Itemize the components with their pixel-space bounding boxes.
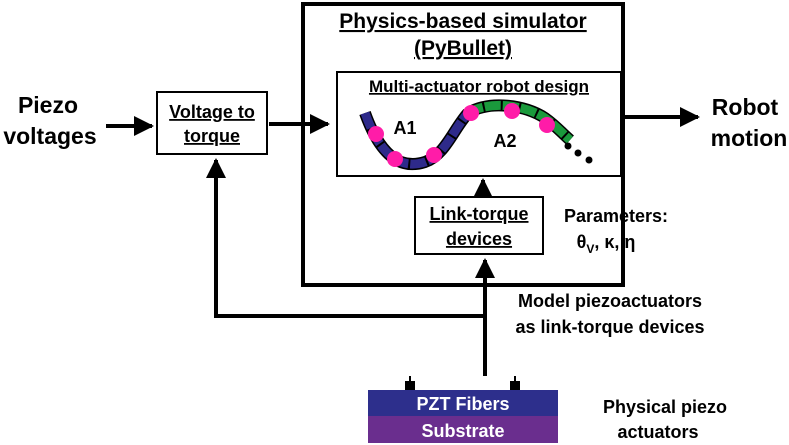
link-torque-devices-box — [414, 196, 544, 255]
substrate-label: Substrate — [421, 421, 504, 441]
robot-segment-a1 — [359, 109, 473, 171]
pzt-fibers-label: PZT Fibers — [416, 394, 509, 414]
robot-motion-label-line2: motion — [711, 125, 788, 151]
simulator-title-line2: (PyBullet) — [414, 37, 512, 60]
parameter-rest: , κ, η — [594, 232, 635, 252]
physical-piezo-caption-line1: Physical piezo — [603, 397, 727, 417]
robot-design-title: Multi-actuator robot design — [369, 77, 589, 96]
physical-piezo-caption-line2: actuators — [617, 422, 698, 442]
substrate-layer — [368, 416, 558, 443]
voltage-to-torque-label-line1: Voltage to — [169, 102, 255, 122]
parameters-values: θV, κ, η — [577, 232, 636, 256]
voltage-to-torque-box — [156, 91, 268, 155]
arrow-feedback-to-converter — [206, 158, 485, 318]
link-torque-label-line2: devices — [446, 229, 512, 249]
parameter-theta-subscript: V — [586, 242, 594, 256]
robot-design-box — [336, 71, 622, 177]
continuation-dot — [585, 156, 593, 164]
piezo-electrode-right — [510, 376, 520, 390]
link-torque-label-line1: Link-torque — [430, 204, 529, 224]
robot-joint — [463, 105, 479, 121]
voltage-to-torque-label-line2: torque — [184, 126, 240, 146]
model-note-line2: as link-torque devices — [515, 317, 704, 337]
robot-joint — [504, 103, 520, 119]
robot-joint — [387, 151, 403, 167]
model-note-line1: Model piezoactuators — [518, 291, 702, 311]
actuator-a2-label: A2 — [493, 131, 516, 151]
robot-joint — [539, 117, 555, 133]
piezo-voltages-label-line2: voltages — [3, 123, 96, 149]
actuator-a1-label: A1 — [393, 118, 416, 138]
parameter-theta: θ — [577, 232, 587, 252]
simulator-title-line1: Physics-based simulator — [339, 10, 586, 33]
continuation-dot — [564, 142, 572, 150]
parameters-label: Parameters: — [564, 206, 668, 226]
robot-joint — [368, 126, 384, 142]
pzt-fibers-layer — [368, 390, 558, 416]
piezo-voltages-label-line1: Piezo — [18, 92, 78, 118]
continuation-dot — [574, 149, 582, 157]
robot-motion-label-line1: Robot — [712, 94, 779, 120]
simulator-box — [301, 2, 625, 287]
piezo-electrode-left — [405, 376, 415, 390]
robot-joint — [426, 147, 442, 163]
